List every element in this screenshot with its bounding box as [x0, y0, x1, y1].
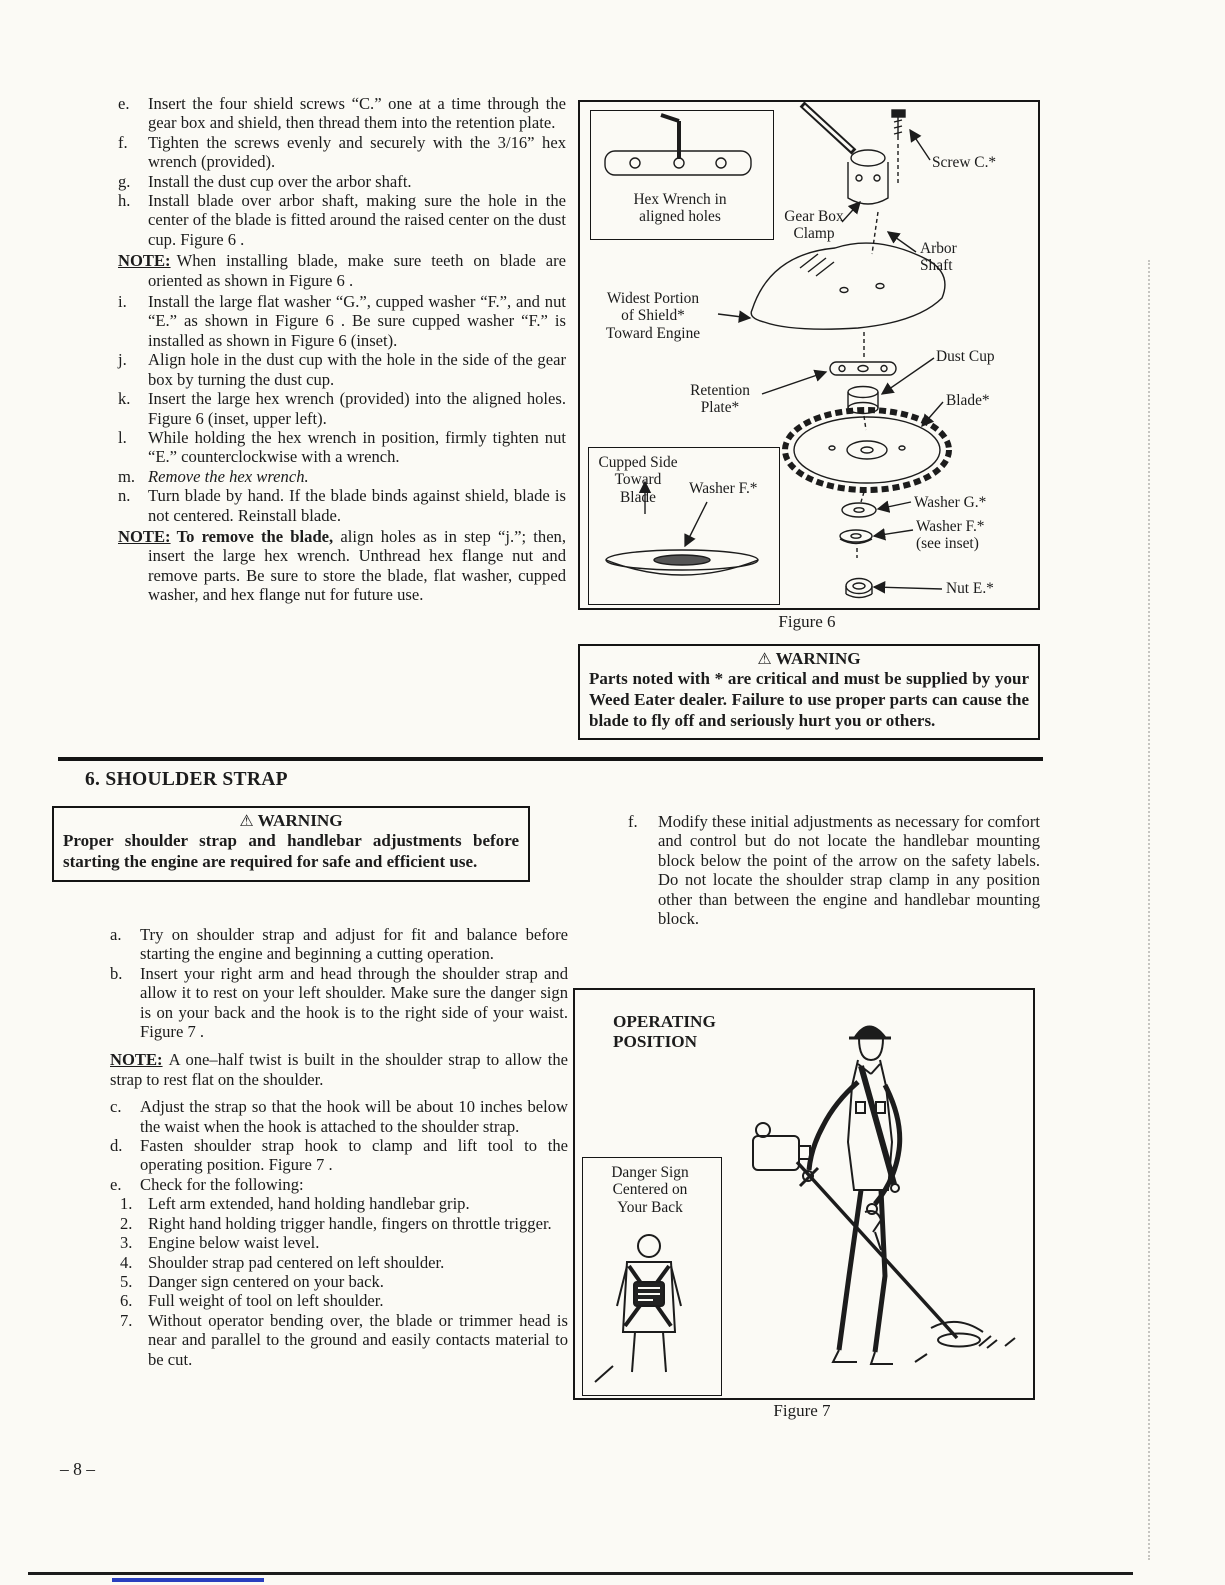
assembly-instructions-column: e.Insert the four shield screws “C.” one… — [118, 94, 566, 607]
strap-step-f-column: f.Modify these initial adjustments as ne… — [628, 812, 1040, 928]
note-strap-twist: NOTE:A one–half twist is built in the sh… — [110, 1050, 568, 1089]
checklist-item-2: 2.Right hand holding trigger handle, fin… — [120, 1213, 552, 1233]
note-remove-blade: NOTE:To remove the blade, align holes as… — [118, 526, 567, 605]
label-screw-c: Screw C.* — [932, 154, 997, 171]
assembly-step-k: k.Insert the large hex wrench (provided)… — [118, 389, 566, 428]
cupped-washer-illustration — [605, 480, 759, 576]
scan-right-edge-artifact — [1148, 260, 1150, 1560]
figure6-cupped-washer-inset: Cupped Side Toward Blade Washer F.* — [588, 447, 780, 605]
strap-step-f: f.Modify these initial adjustments as ne… — [628, 812, 1040, 929]
checklist-item-6: 6.Full weight of tool on left shoulder. — [120, 1291, 384, 1311]
label-arbor-shaft: Arbor Shaft — [920, 240, 957, 275]
checklist-item-4: 4.Shoulder strap pad centered on left sh… — [120, 1252, 445, 1272]
shoulder-strap-column: a.Try on shoulder strap and adjust for f… — [110, 925, 568, 1369]
label-widest-portion: Widest Portion of Shield* Toward Engine — [605, 290, 701, 342]
strap-step-e: e.Check for the following: — [110, 1174, 304, 1194]
warning-shoulder-strap: ⚠ WARNING Proper shoulder strap and hand… — [52, 806, 530, 882]
checklist-item-3: 3.Engine below waist level. — [120, 1233, 320, 1253]
assembly-step-f: f.Tighten the screws evenly and securely… — [118, 132, 566, 172]
figure7-caption: Figure 7 — [773, 1401, 831, 1420]
assembly-step-e: e.Insert the four shield screws “C.” one… — [118, 94, 566, 133]
assembly-step-l: l.While holding the hex wrench in positi… — [118, 427, 566, 467]
label-gear-box-clamp: Gear Box Clamp — [784, 208, 844, 243]
figure7-danger-sign-inset: Danger Sign Centered on Your Back — [582, 1157, 722, 1396]
section-heading: 6. SHOULDER STRAP — [85, 769, 288, 790]
figure7-operator-illustration — [752, 1025, 1016, 1365]
assembly-step-i: i.Install the large flat washer “G.”, cu… — [118, 292, 566, 350]
strap-step-b: b.Insert your right arm and head through… — [110, 963, 568, 1042]
figure6: Hex Wrench in aligned holes Screw C.* Ge… — [578, 100, 1040, 610]
checklist-item-7: 7.Without operator bending over, the bla… — [120, 1310, 568, 1369]
label-dust-cup: Dust Cup — [936, 348, 995, 365]
warning-text: Proper shoulder strap and handlebar adju… — [63, 831, 519, 871]
figure6-exploded-view-illustration — [717, 102, 952, 599]
warning-text: Parts noted with * are critical and must… — [589, 669, 1029, 730]
assembly-step-m: m.Remove the hex wrench. — [118, 466, 309, 486]
label-washer-g: Washer G.* — [914, 494, 987, 511]
figure6-caption: Figure 6 — [778, 612, 836, 631]
label-operating-position: OPERATING POSITION — [613, 1012, 716, 1051]
strap-step-c: c.Adjust the strap so that the hook will… — [110, 1097, 568, 1136]
figure6-hex-wrench-inset: Hex Wrench in aligned holes — [590, 110, 774, 240]
strap-step-a: a.Try on shoulder strap and adjust for f… — [110, 925, 568, 964]
warning-title: ⚠ WARNING — [239, 811, 343, 830]
warning-title: ⚠ WARNING — [757, 649, 861, 668]
assembly-step-h: h.Install blade over arbor shaft, making… — [118, 191, 566, 249]
checklist-item-5: 5.Danger sign centered on your back. — [120, 1271, 384, 1291]
label-hex-wrench: Hex Wrench in aligned holes — [633, 191, 727, 226]
label-blade: Blade* — [946, 392, 990, 409]
assembly-step-g: g.Install the dust cup over the arbor sh… — [118, 171, 412, 191]
warning-icon: ⚠ — [757, 649, 772, 668]
label-retention-plate: Retention Plate* — [690, 382, 750, 417]
assembly-step-n: n.Turn blade by hand. If the blade binds… — [118, 486, 566, 525]
warning-icon: ⚠ — [239, 811, 254, 830]
strap-step-d: d.Fasten shoulder strap hook to clamp an… — [110, 1136, 568, 1175]
assembly-step-j: j.Align hole in the dust cup with the ho… — [118, 350, 566, 389]
page-number: – 8 – — [60, 1459, 95, 1479]
warning-critical-parts: ⚠ WARNING Parts noted with * are critica… — [578, 644, 1040, 741]
checklist-item-1: 1.Left arm extended, hand holding handle… — [120, 1194, 470, 1214]
section-divider-rule — [58, 757, 1043, 761]
label-nut-e: Nut E.* — [946, 580, 994, 597]
note-blade-teeth: NOTE:When installing blade, make sure te… — [118, 251, 566, 290]
operating-position-checklist: 1.Left arm extended, hand holding handle… — [120, 1194, 568, 1369]
danger-sign-back-view-illustration — [594, 1234, 682, 1383]
scan-bottom-line — [28, 1572, 1133, 1575]
label-washer-f: Washer F.* (see inset) — [916, 518, 985, 553]
scan-bottom-blue-mark — [112, 1578, 264, 1582]
figure7: OPERATING POSITION Danger Sign Centered … — [573, 988, 1035, 1400]
label-danger-sign: Danger Sign Centered on Your Back — [611, 1164, 689, 1216]
label-washer-f-inset: Washer F.* — [689, 480, 758, 497]
label-cupped-side: Cupped Side Toward Blade — [598, 454, 678, 506]
hex-wrench-illustration — [604, 113, 752, 176]
